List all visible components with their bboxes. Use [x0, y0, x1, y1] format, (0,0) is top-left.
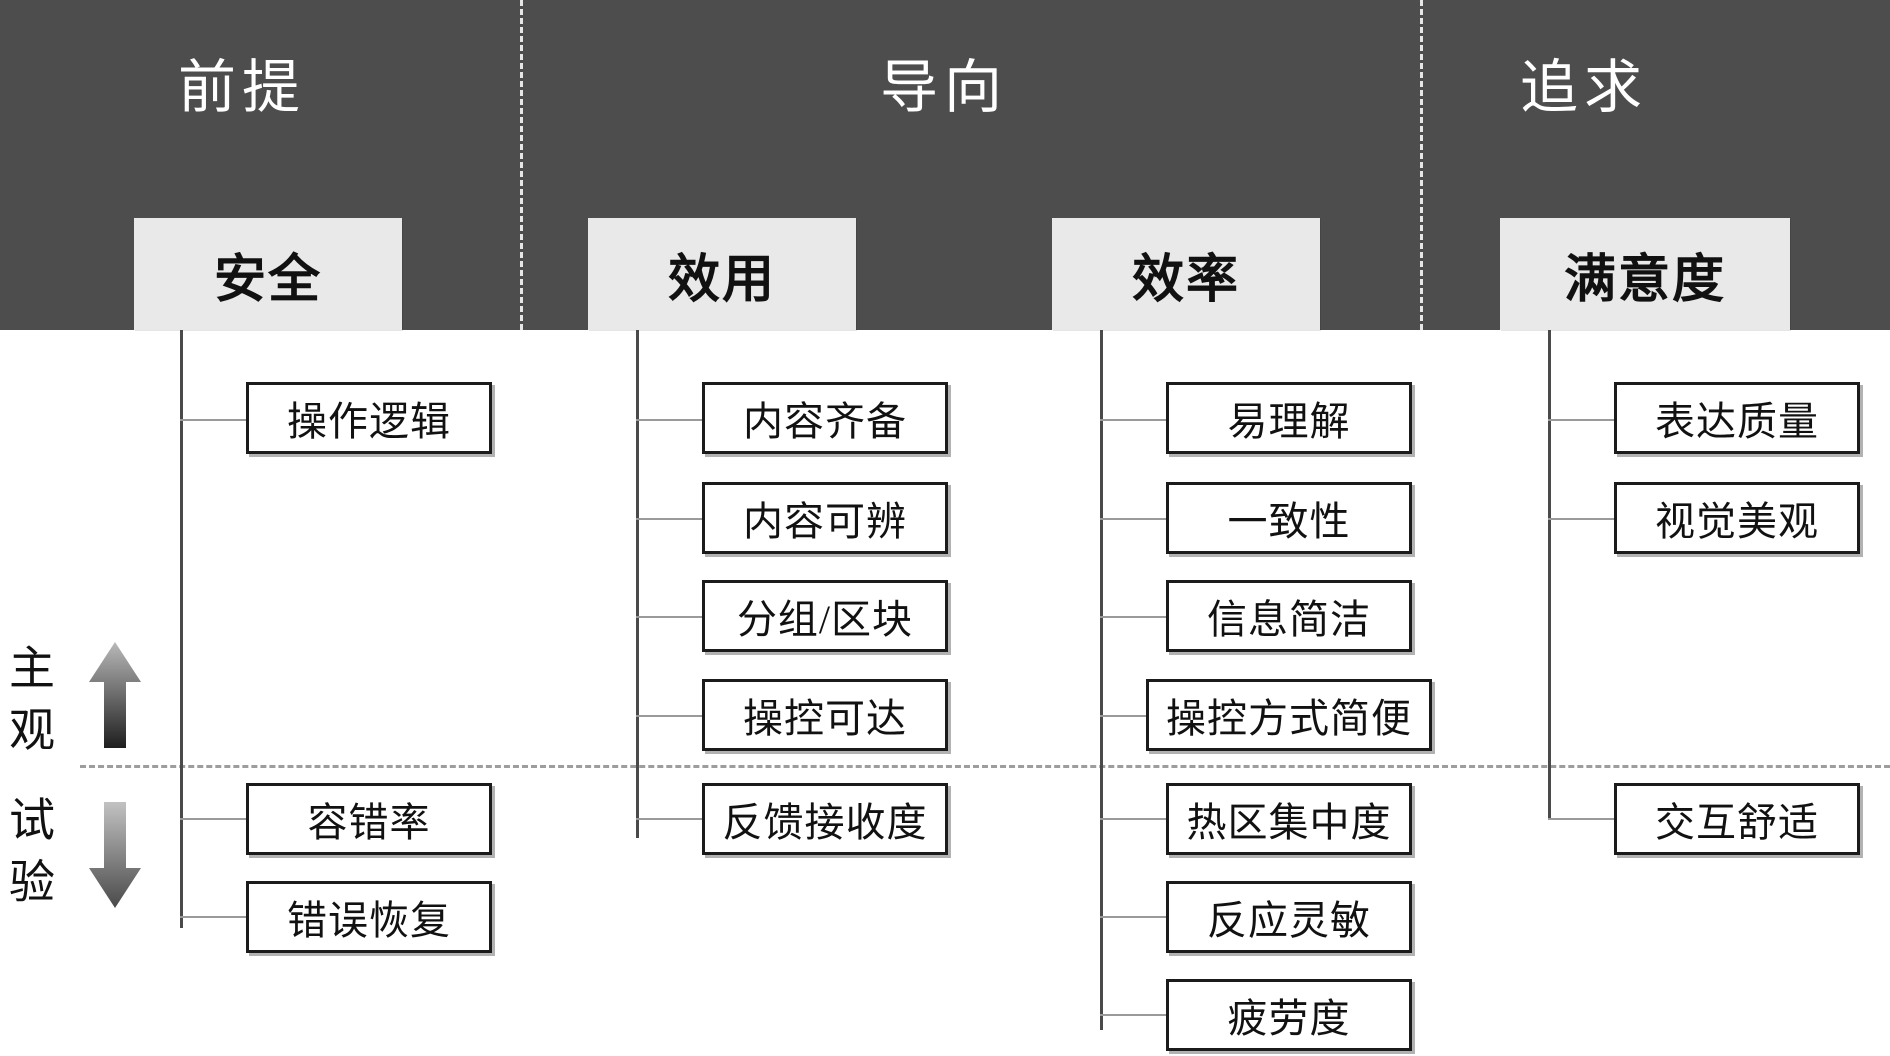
branch-safety-3 — [180, 916, 246, 918]
leaf-info-concise[interactable]: 信息简洁 — [1166, 580, 1412, 652]
branch-utility-2 — [636, 518, 702, 520]
axis-label-experiment: 试验 — [9, 795, 55, 908]
band-separator-1 — [520, 0, 523, 330]
subjective-experiment-divider — [80, 765, 1890, 768]
band-separator-2 — [1420, 0, 1423, 330]
leaf-operation-logic[interactable]: 操作逻辑 — [246, 382, 492, 454]
group-title-guidance: 导向 — [880, 55, 1009, 120]
leaf-visual-aesthetics[interactable]: 视觉美观 — [1614, 482, 1860, 554]
branch-efficiency-6 — [1100, 916, 1166, 918]
leaf-content-legible[interactable]: 内容可辨 — [702, 482, 948, 554]
branch-satisfaction-2 — [1548, 518, 1614, 520]
arrow-up-icon — [88, 640, 142, 750]
branch-satisfaction-3 — [1548, 818, 1614, 820]
leaf-grouping-block[interactable]: 分组/区块 — [702, 580, 948, 652]
leaf-fatigue[interactable]: 疲劳度 — [1166, 979, 1412, 1051]
leaf-error-recovery[interactable]: 错误恢复 — [246, 881, 492, 953]
category-box-utility[interactable]: 效用 — [588, 218, 856, 330]
branch-safety-2 — [180, 818, 246, 820]
axis-label-subjective: 主观 — [9, 643, 55, 756]
trunk-satisfaction — [1548, 330, 1551, 818]
trunk-utility — [636, 330, 639, 838]
leaf-content-complete[interactable]: 内容齐备 — [702, 382, 948, 454]
category-box-safety[interactable]: 安全 — [134, 218, 402, 330]
branch-safety-1 — [180, 419, 246, 421]
branch-efficiency-7 — [1100, 1014, 1166, 1016]
branch-utility-1 — [636, 419, 702, 421]
branch-efficiency-2 — [1100, 518, 1166, 520]
branch-efficiency-3 — [1100, 616, 1166, 618]
branch-utility-3 — [636, 616, 702, 618]
category-box-satisfaction[interactable]: 满意度 — [1500, 218, 1790, 330]
leaf-expression-quality[interactable]: 表达质量 — [1614, 382, 1860, 454]
group-title-pursuit: 追求 — [1520, 55, 1649, 120]
branch-utility-4 — [636, 715, 702, 717]
branch-efficiency-4 — [1100, 715, 1146, 717]
leaf-consistency[interactable]: 一致性 — [1166, 482, 1412, 554]
leaf-control-reachable[interactable]: 操控可达 — [702, 679, 948, 751]
trunk-efficiency — [1100, 330, 1103, 1030]
leaf-feedback-reception[interactable]: 反馈接收度 — [702, 783, 948, 855]
branch-efficiency-5 — [1100, 818, 1166, 820]
leaf-control-simple[interactable]: 操控方式简便 — [1146, 679, 1432, 751]
group-title-premise: 前提 — [178, 55, 307, 120]
leaf-responsive[interactable]: 反应灵敏 — [1166, 881, 1412, 953]
category-box-efficiency[interactable]: 效率 — [1052, 218, 1320, 330]
leaf-easy-understand[interactable]: 易理解 — [1166, 382, 1412, 454]
trunk-safety — [180, 330, 183, 928]
leaf-fault-tolerance[interactable]: 容错率 — [246, 783, 492, 855]
leaf-hotzone-concentration[interactable]: 热区集中度 — [1166, 783, 1412, 855]
branch-utility-5 — [636, 818, 702, 820]
arrow-down-icon — [88, 800, 142, 910]
leaf-interaction-comfort[interactable]: 交互舒适 — [1614, 783, 1860, 855]
branch-efficiency-1 — [1100, 419, 1166, 421]
branch-satisfaction-1 — [1548, 419, 1614, 421]
